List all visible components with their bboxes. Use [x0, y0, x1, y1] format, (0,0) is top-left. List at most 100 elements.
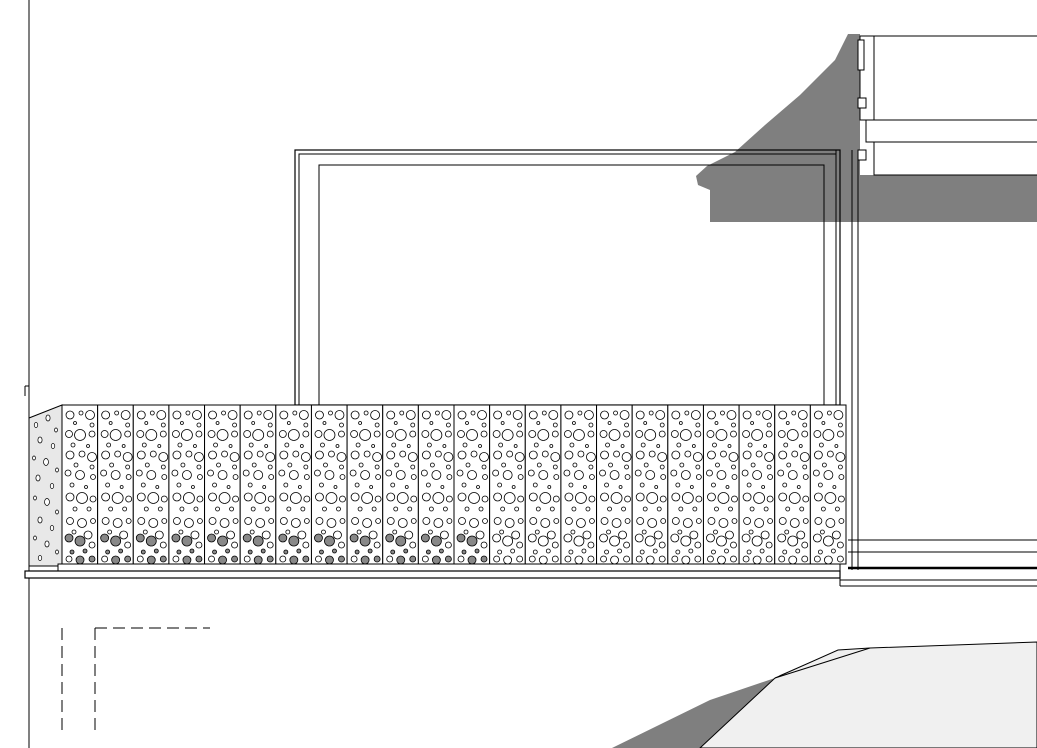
perforation-hole: [122, 452, 133, 462]
perforation-hole: [393, 506, 399, 512]
perforation-hole: [832, 485, 837, 489]
perforation-hole: [83, 530, 93, 540]
perforation-hole: [100, 469, 108, 477]
perforation-hole: [645, 555, 655, 565]
perforation-hole: [648, 450, 656, 458]
perforation-hole: [836, 541, 844, 549]
perforation-hole: [706, 469, 713, 477]
perforation-hole: [315, 492, 324, 502]
perforation-hole: [442, 444, 447, 448]
perforation-hole: [587, 541, 595, 549]
perforation-hole: [516, 555, 524, 563]
perforation-hole: [368, 530, 378, 540]
perforation-hole: [358, 462, 364, 468]
perforation-hole: [355, 442, 361, 448]
perforation-hole: [795, 548, 801, 554]
perforation-hole: [634, 533, 644, 543]
perforation-hole: [278, 533, 288, 543]
perforation-hole: [493, 555, 501, 563]
perforation-hole: [692, 506, 698, 512]
perforation-hole: [644, 429, 657, 441]
perforation-hole: [375, 474, 382, 480]
perforation-hole: [605, 442, 610, 448]
perforation-hole: [299, 444, 304, 448]
perforation-hole: [725, 485, 730, 489]
perforation-hole: [691, 444, 696, 448]
perforation-hole: [621, 452, 632, 462]
perforation-hole: [74, 429, 86, 441]
perforation-hole: [479, 452, 489, 462]
perforation-hole: [425, 482, 431, 488]
perforation-hole: [510, 548, 516, 554]
perforation-hole: [120, 410, 131, 420]
perforation-hole: [742, 492, 752, 502]
perforation-hole: [676, 442, 682, 448]
perforation-hole: [208, 450, 217, 460]
perforation-hole: [385, 469, 393, 477]
perforation-hole: [161, 518, 168, 524]
perforation-hole: [624, 495, 631, 503]
perforation-hole: [783, 442, 789, 448]
perforation-hole: [315, 555, 322, 563]
perforation-hole: [587, 555, 595, 563]
perforation-hole: [645, 470, 656, 480]
perforation-hole: [532, 549, 538, 555]
perforation-hole: [684, 450, 692, 458]
perforation-hole: [196, 422, 202, 428]
perforation-hole: [358, 421, 363, 425]
perforation-hole: [420, 469, 428, 477]
perforation-hole: [814, 517, 823, 525]
perforation-hole: [608, 462, 613, 468]
perforation-hole: [538, 470, 549, 480]
perforation-hole: [467, 470, 477, 480]
perforation-hole: [731, 464, 736, 470]
perforation-hole: [801, 555, 809, 563]
perforation-hole: [125, 422, 131, 428]
perforation-hole: [335, 444, 340, 448]
perforation-hole: [671, 492, 681, 502]
perforation-hole: [617, 548, 622, 554]
perforation-hole: [725, 530, 734, 540]
perforation-hole: [585, 444, 589, 448]
perforation-hole: [784, 529, 790, 535]
perforation-hole: [111, 555, 121, 565]
perforation-hole: [778, 450, 788, 460]
perforation-hole: [694, 541, 702, 549]
perforation-hole: [660, 518, 667, 524]
perforation-hole: [212, 482, 217, 488]
terrain-shadow: [612, 650, 838, 748]
perforation-hole: [608, 429, 621, 441]
perforation-hole: [243, 450, 253, 460]
perforation-hole: [466, 535, 478, 547]
perforation-hole: [613, 450, 620, 458]
perforation-hole: [778, 555, 786, 563]
perforation-hole: [196, 495, 204, 503]
perforation-hole: [715, 429, 728, 441]
perforation-hole: [427, 529, 433, 535]
perforation-hole: [742, 450, 752, 460]
perforation-hole: [108, 421, 113, 425]
perforation-hole: [183, 492, 195, 504]
perforation-hole: [315, 450, 324, 460]
perforation-hole: [251, 462, 257, 468]
perforation-hole: [324, 535, 335, 547]
perforation-hole: [766, 422, 772, 428]
terrain-edge: [774, 647, 871, 679]
perforation-hole: [762, 410, 773, 420]
perforation-hole: [373, 555, 381, 563]
perforation-hole: [830, 548, 836, 554]
perforation-hole: [136, 450, 146, 460]
perforation-hole: [372, 452, 383, 462]
perforation-hole: [351, 517, 360, 525]
perforation-hole: [589, 518, 595, 524]
perforation-hole: [481, 422, 487, 428]
perforation-hole: [160, 495, 168, 503]
perforation-hole: [249, 529, 255, 535]
perforation-hole: [501, 429, 514, 441]
perforation-hole: [300, 506, 306, 512]
roof-fascia-upper: [873, 35, 1037, 121]
perforation-hole: [465, 462, 471, 468]
perforation-hole: [172, 410, 182, 420]
perforation-hole: [652, 548, 658, 554]
perforation-hole: [250, 506, 256, 512]
